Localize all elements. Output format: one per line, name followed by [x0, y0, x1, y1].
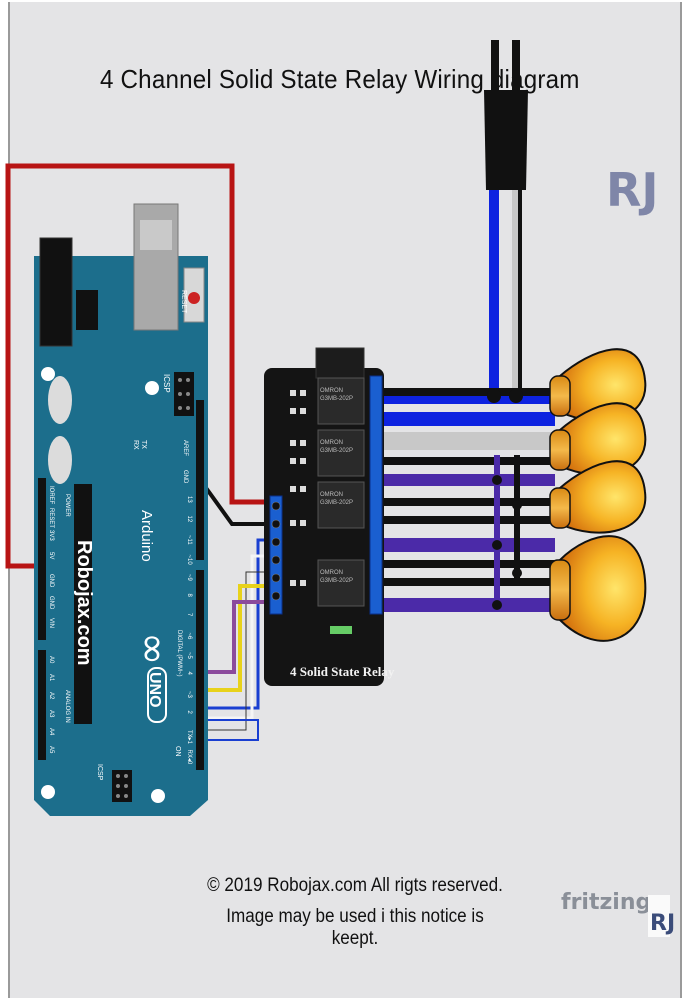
relay-brand-3: OMRON	[320, 492, 343, 498]
pin-label: TX▸1	[186, 730, 192, 745]
relay-brand-4: OMRON	[320, 570, 343, 576]
arduino-uno-board: RESET ICSP IOREF RESET 3V3 5V GND GND VIN A0A1…	[34, 203, 208, 816]
corner-logo: RJ	[648, 895, 675, 937]
pin-label: 8	[186, 594, 192, 598]
rj-logo-text: RJ	[606, 163, 659, 217]
wire-5v	[5, 163, 276, 569]
lamp-bulbs	[549, 348, 647, 642]
lamp-bulb-1	[549, 348, 647, 422]
pin-label: A1	[48, 674, 54, 682]
pin-label: RX◂0	[186, 750, 192, 765]
relay-module-label: 4 Solid State Relay	[290, 664, 395, 679]
digital-section-label: DIGITAL (PWM~)	[176, 630, 182, 677]
pin-label: A2	[48, 692, 54, 700]
robojax-board-text: Robojax.com	[73, 540, 95, 666]
pin-label: GND	[48, 574, 54, 588]
power-section-label: POWER	[64, 494, 70, 517]
fritzing-watermark: fritzing	[561, 890, 652, 915]
rj-logo: RJ	[606, 163, 659, 217]
icsp2-label: ICSP	[162, 374, 171, 393]
ac-plug	[484, 40, 528, 396]
pin-label: VIN	[48, 618, 54, 628]
pin-label: 2	[186, 711, 192, 715]
analog-section-label: ANALOG IN	[64, 690, 70, 723]
lamp-bulb-3	[549, 460, 647, 534]
pin-label: IOREF	[48, 486, 54, 505]
pin-label: ~3	[186, 691, 192, 699]
arduino-infinity-logo: ∞	[130, 632, 176, 665]
load-wires	[380, 388, 555, 612]
lamp-bulb-4	[549, 535, 647, 642]
relay-brand-1: OMRON	[320, 388, 343, 394]
aref-label: AREF	[182, 440, 188, 456]
usage-notice: Image may be used i this notice is keept…	[226, 906, 484, 949]
pin-label: ~9	[186, 574, 192, 582]
pin-label: GND	[48, 596, 54, 610]
rx-label: RX	[132, 440, 139, 450]
corner-logo-text: RJ	[650, 911, 675, 936]
gnd-label: GND	[182, 470, 188, 484]
icsp-label: ICSP	[96, 764, 103, 781]
relay-model-4: G3MB-202P	[320, 578, 353, 584]
pin-label: ~11	[186, 535, 192, 545]
pin-label: A5	[48, 746, 54, 754]
pin-label: ~6	[186, 633, 192, 641]
pin-label: ~10	[186, 555, 192, 566]
pin-label: A3	[48, 710, 54, 718]
pin-label: A4	[48, 728, 54, 736]
pin-label: 12	[186, 516, 192, 523]
pin-label: 3V3	[48, 530, 54, 541]
tx-label: TX	[140, 440, 147, 449]
lamp-bulb-2	[549, 402, 647, 476]
on-label: ON	[174, 746, 181, 757]
copyright-line: © 2019 Robojax.com All rigts reserved.	[207, 875, 503, 896]
pin-label: RESET	[48, 508, 54, 528]
relay-brand-2: OMRON	[320, 440, 343, 446]
pin-label: A0	[48, 656, 54, 664]
pin-label: 13	[186, 496, 192, 503]
relay-module: OMRON G3MB-202P OMRON G3MB-202P OMRON G3…	[264, 347, 395, 686]
uno-model-text: UNO	[146, 672, 163, 708]
pin-label: 4	[186, 672, 192, 676]
pin-label: 7	[186, 613, 192, 617]
relay-model-1: G3MB-202P	[320, 396, 353, 402]
digital-pin-labels: 13 12 ~11 ~10 ~9 8 7 ~6 ~5 4 ~3 2TX▸1RX◂0	[186, 496, 192, 765]
diagram-title: 4 Channel Solid State Relay Wiring diagr…	[100, 64, 580, 94]
relay-model-3: G3MB-202P	[320, 500, 353, 506]
arduino-brand-text: Arduino	[138, 510, 155, 562]
relay-model-2: G3MB-202P	[320, 448, 353, 454]
pin-label: 5V	[48, 552, 54, 559]
power-pin-labels: IOREF RESET 3V3 5V GND GND VIN	[48, 486, 54, 628]
pin-label: ~5	[186, 652, 192, 660]
reset-label: RESET	[180, 290, 187, 314]
